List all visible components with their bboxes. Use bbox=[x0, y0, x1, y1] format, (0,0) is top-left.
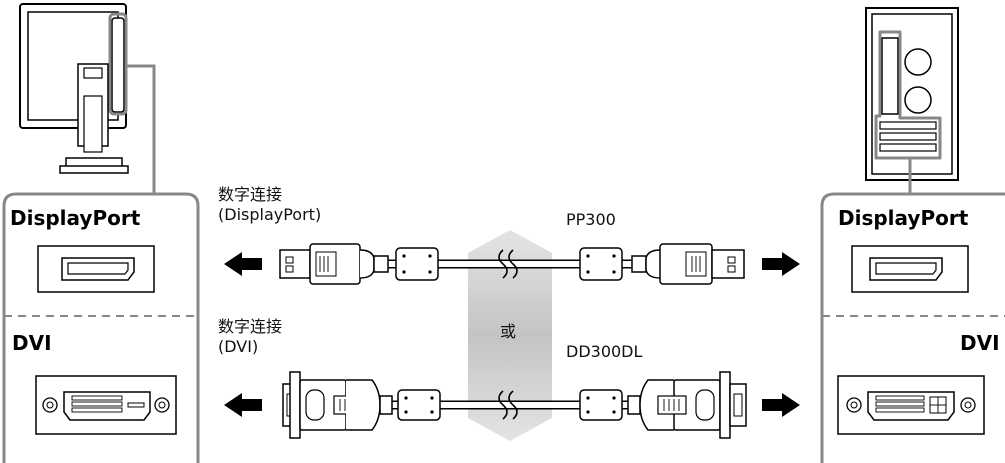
dp-cable-model: PP300 bbox=[566, 210, 616, 229]
arrow-right-icon bbox=[762, 252, 800, 276]
arrow-right-icon bbox=[762, 393, 800, 417]
dp-caption-line1: 数字连接 bbox=[218, 185, 283, 204]
cable-break-icon bbox=[498, 390, 518, 420]
or-separator-band bbox=[468, 230, 552, 441]
monitor-connector-panel bbox=[2, 192, 200, 463]
displayport-connector-icon bbox=[37, 245, 155, 293]
monitor-dvi-label: DVI bbox=[12, 331, 52, 355]
or-label: 或 bbox=[500, 322, 517, 341]
pc-connector-panel bbox=[820, 192, 1005, 463]
dp-caption-line2: (DisplayPort) bbox=[218, 205, 322, 224]
dvi-connector-icon bbox=[837, 375, 985, 435]
dvi-caption-line1: 数字连接 bbox=[218, 317, 283, 336]
pc-displayport-label: DisplayPort bbox=[838, 206, 969, 230]
dvi-cable bbox=[282, 371, 747, 439]
dvi-connector-icon bbox=[35, 375, 177, 435]
pc-tower-icon bbox=[865, 7, 959, 181]
displayport-cable bbox=[279, 243, 745, 285]
dvi-caption-line2: (DVI) bbox=[218, 337, 259, 356]
dvi-cable-model: DD300DL bbox=[566, 342, 643, 361]
cable-break-icon bbox=[498, 249, 518, 279]
monitor-displayport-label: DisplayPort bbox=[10, 206, 141, 230]
displayport-connector-icon bbox=[851, 245, 969, 293]
arrow-left-icon bbox=[224, 393, 262, 417]
pc-dvi-label: DVI bbox=[960, 331, 1000, 355]
monitor-icon bbox=[19, 3, 129, 174]
arrow-left-icon bbox=[224, 252, 262, 276]
